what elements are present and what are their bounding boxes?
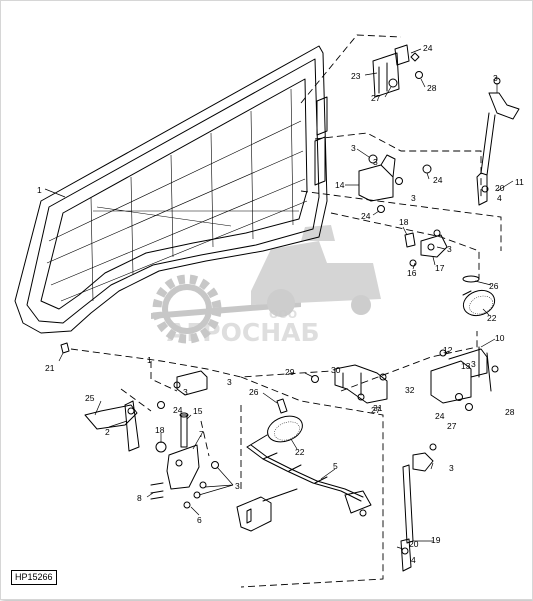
callout-24c: 24 bbox=[361, 211, 371, 221]
callout-18b: 18 bbox=[155, 425, 165, 435]
callout-16: 16 bbox=[407, 268, 417, 278]
callout-24e: 24 bbox=[435, 411, 445, 421]
side-panel bbox=[14, 45, 328, 334]
callout-27b: 27 bbox=[371, 405, 381, 415]
round-lamp-lower bbox=[246, 398, 303, 448]
callout-3d: 3 bbox=[447, 244, 452, 254]
small-bracket bbox=[173, 370, 208, 396]
lamp-bracket bbox=[404, 229, 448, 267]
watermark: ООО АГРОСНАБ bbox=[151, 225, 381, 347]
callout-24a: 24 bbox=[423, 43, 433, 53]
callout-7: 7 bbox=[199, 429, 204, 439]
callout-4a: 4 bbox=[497, 193, 502, 203]
callout-24b: 24 bbox=[433, 175, 443, 185]
callout-29: 29 bbox=[285, 367, 295, 377]
callout-3g: 3 bbox=[235, 481, 240, 491]
callout-26a: 26 bbox=[489, 281, 499, 291]
callout-11: 11 bbox=[515, 177, 524, 187]
callout-24d: 24 bbox=[173, 405, 183, 415]
callout-3c: 3 bbox=[411, 193, 416, 203]
lower-right-rod bbox=[400, 443, 437, 572]
callout-3i: 3 bbox=[471, 359, 476, 369]
callout-20a: 20 bbox=[495, 183, 505, 193]
watermark-prefix: ООО bbox=[269, 308, 297, 321]
right-lower-bracket bbox=[430, 346, 499, 411]
callout-3a: 3 bbox=[493, 73, 498, 83]
mid-bracket bbox=[311, 364, 388, 404]
callout-5: 5 bbox=[333, 461, 338, 471]
watermark-brand: АГРОСНАБ bbox=[167, 318, 320, 347]
callout-6: 6 bbox=[197, 515, 202, 525]
callout-26b: 26 bbox=[249, 387, 259, 397]
callout-30: 30 bbox=[331, 365, 341, 375]
lower-left-bracket bbox=[84, 400, 140, 452]
wire-harness bbox=[236, 444, 372, 532]
upper-bracket bbox=[372, 44, 423, 98]
callout-10: 10 bbox=[495, 333, 505, 343]
callout-27a: 27 bbox=[371, 93, 381, 103]
callout-8: 8 bbox=[137, 493, 142, 503]
callout-3h: 3 bbox=[449, 463, 454, 473]
callouts: 1 1 2 3 3 3 3 3 3 3 3 3 3 4 4 5 6 7 8 10… bbox=[37, 43, 524, 565]
callout-22b: 22 bbox=[295, 447, 305, 457]
callout-23: 23 bbox=[351, 71, 361, 81]
leader-lines bbox=[44, 48, 514, 550]
part-21 bbox=[60, 342, 70, 354]
watermark-combine-icon bbox=[251, 225, 381, 317]
callout-17: 17 bbox=[435, 263, 445, 273]
callout-3j: 3 bbox=[373, 157, 378, 167]
callout-3f: 3 bbox=[227, 377, 232, 387]
callout-20b: 20 bbox=[409, 539, 419, 549]
callout-3e: 3 bbox=[183, 387, 188, 397]
callout-32: 32 bbox=[405, 385, 415, 395]
middle-bracket bbox=[358, 154, 432, 213]
callout-28a: 28 bbox=[427, 83, 437, 93]
callout-13: 13 bbox=[461, 361, 471, 371]
callout-1a: 1 bbox=[37, 185, 42, 195]
callout-25: 25 bbox=[85, 393, 95, 403]
callout-1b: 1 bbox=[147, 355, 152, 365]
callout-21: 21 bbox=[45, 363, 55, 373]
callout-18a: 18 bbox=[399, 217, 409, 227]
callout-14: 14 bbox=[335, 180, 345, 190]
callout-4b: 4 bbox=[411, 555, 416, 565]
post-assembly bbox=[150, 401, 219, 509]
round-lamp-upper bbox=[462, 275, 496, 317]
callout-31: 31 bbox=[373, 403, 383, 413]
callout-22a: 22 bbox=[487, 313, 497, 323]
callout-15: 15 bbox=[193, 406, 203, 416]
drawing-code-label: HP15266 bbox=[11, 570, 57, 585]
callout-27c: 27 bbox=[447, 421, 457, 431]
callout-3b: 3 bbox=[351, 143, 356, 153]
callout-28b: 28 bbox=[505, 407, 515, 417]
watermark-gear-icon bbox=[151, 274, 301, 344]
callout-19: 19 bbox=[431, 535, 441, 545]
callout-12: 12 bbox=[443, 345, 453, 355]
callout-2: 2 bbox=[105, 427, 110, 437]
